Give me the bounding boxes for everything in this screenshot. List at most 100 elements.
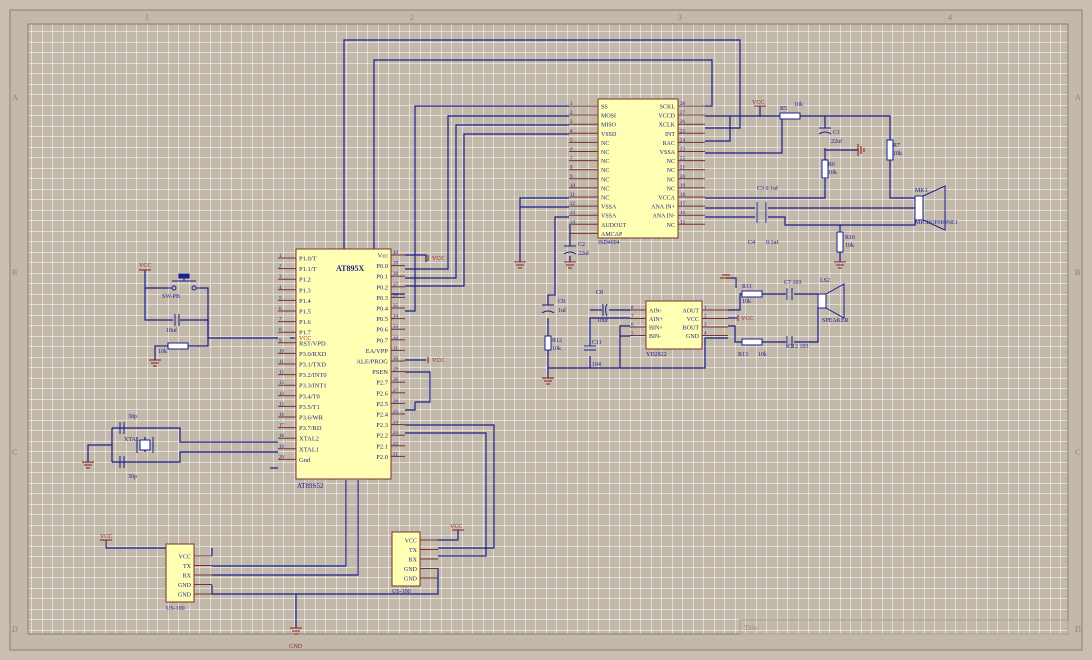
- r5-value: 10k: [794, 102, 803, 108]
- crystal-label: XTAL: [124, 437, 140, 443]
- pin-number: 23: [393, 431, 399, 436]
- vcc-label: VCC: [450, 524, 462, 530]
- pin-label: GND: [404, 577, 418, 583]
- speaker-ref-label: LS2: [820, 278, 830, 284]
- mcu-name: AT895X: [336, 264, 365, 273]
- pin-number: 27: [680, 111, 686, 116]
- pin-label: P2.3: [376, 422, 388, 429]
- c8-label: C8: [596, 290, 603, 296]
- r11-label: R11: [742, 284, 752, 290]
- pin-number: 7: [631, 315, 634, 320]
- pin-number: 17: [279, 424, 285, 429]
- c11-label: C11: [592, 340, 602, 346]
- pin-label: VCCA: [658, 196, 675, 202]
- pin-label: SCKL: [660, 105, 676, 111]
- row-label: A: [1075, 93, 1081, 102]
- pin-label: ANA IN-: [653, 214, 676, 220]
- pin-label: XCLK: [659, 123, 676, 129]
- r12-value: 10k: [552, 346, 561, 352]
- pin-number: 1: [570, 102, 573, 107]
- pin-number: 11: [570, 193, 575, 198]
- pin-number: 32: [393, 336, 399, 341]
- pin-label: BIN-: [649, 334, 661, 340]
- pin-label: EA/VPP: [366, 348, 389, 355]
- pin-number: 35: [393, 304, 399, 309]
- row-label: C: [12, 448, 17, 457]
- pin-number: 9: [570, 175, 573, 180]
- pin-label: P3.3/INT1: [299, 383, 327, 390]
- pin-number: 37: [393, 283, 399, 288]
- pin-label: P1.7: [299, 330, 311, 337]
- pin-label: MISO: [601, 123, 617, 129]
- pin-number: 30: [393, 357, 399, 362]
- pin-label: P1.2: [299, 277, 311, 284]
- pin-number: 10: [570, 184, 576, 189]
- col-label: 1: [145, 13, 149, 22]
- r6-label: R6: [828, 162, 835, 168]
- pin-label: VSSA: [660, 150, 676, 156]
- col-label: 2: [410, 13, 414, 22]
- pin-label: P3.5/T1: [299, 404, 320, 411]
- pin-number: 14: [570, 220, 576, 225]
- pin-label: GND: [178, 583, 192, 589]
- frame-column-labels: 1 2 3 4 A B C D A B C D: [12, 13, 1081, 634]
- pin-number: 21: [393, 452, 399, 457]
- pin-label: P1.3: [299, 287, 311, 294]
- mcu-right-pins: 40Vcc39P0.038P0.137P0.236P0.335P0.434P0.…: [356, 251, 405, 461]
- power-symbols: [100, 105, 766, 541]
- pin-label: P1.5: [299, 309, 311, 316]
- pin-label: NC: [667, 186, 675, 192]
- pin-number: 31: [393, 346, 399, 351]
- pin-number: 1: [704, 306, 707, 311]
- pin-number: 16: [279, 413, 285, 418]
- c1-label: C1: [833, 130, 840, 136]
- pin-label: RX: [183, 574, 192, 580]
- pin-label: NC: [667, 168, 675, 174]
- title-block-label: Title: [744, 624, 757, 632]
- pin-number: 34: [393, 315, 399, 320]
- pin-number: 3: [704, 323, 707, 328]
- pin-number: 7: [279, 318, 282, 323]
- pin-number: 22: [393, 442, 399, 447]
- pin-label: P3.2/INT0: [299, 372, 327, 379]
- pin-label: P2.5: [376, 401, 388, 408]
- pin-number: 4: [279, 286, 282, 291]
- ground-symbols: [82, 144, 865, 635]
- pin-number: 10: [279, 349, 285, 354]
- pin-number: 9: [279, 339, 282, 344]
- vcc-label: VCC: [100, 534, 112, 540]
- r12-label: R12: [552, 338, 562, 344]
- pin-number: 6: [570, 148, 573, 153]
- pin-label: XTAL1: [299, 446, 319, 453]
- r6-value: 10k: [828, 170, 837, 176]
- vcc-label: VCC: [432, 256, 444, 262]
- pin-label: NC: [601, 141, 609, 147]
- r7-value: 10k: [893, 151, 902, 157]
- pin-label: NC: [601, 196, 609, 202]
- pin-label: VCCD: [658, 114, 675, 120]
- us2-ref: US-100: [392, 589, 411, 595]
- pin-number: 21: [680, 166, 686, 171]
- pin-label: MOSI: [601, 114, 616, 120]
- pin-number: 38: [393, 272, 399, 277]
- pin-label: VCC: [687, 317, 699, 323]
- pin-label: P0.3: [376, 295, 388, 302]
- r10-label: R10: [845, 235, 855, 241]
- pin-number: 40: [393, 251, 399, 256]
- pin-label: VCC: [179, 555, 191, 561]
- us1-ref: US-100: [166, 606, 185, 612]
- vcc-label: VCC: [139, 263, 151, 269]
- pin-label: BOUT: [683, 326, 700, 332]
- pin-label: PSEN: [372, 369, 388, 376]
- pin-label: AUDOUT: [601, 223, 627, 229]
- pin-label: Gnd: [299, 457, 311, 464]
- c2-label: C2: [578, 242, 585, 248]
- r13-value: 10k: [758, 352, 767, 358]
- c9-value: 1uf: [558, 307, 566, 314]
